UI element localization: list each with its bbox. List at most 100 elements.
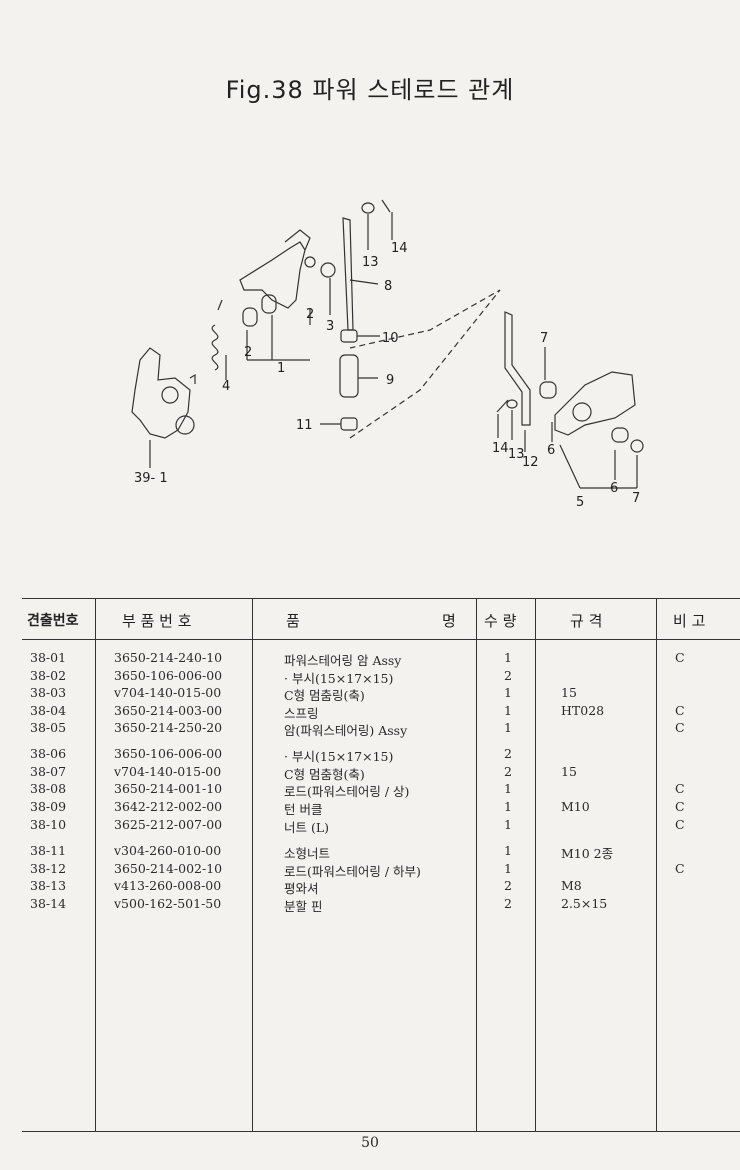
- cell-no: 38-05: [30, 720, 67, 735]
- callout-6b: 6: [610, 481, 618, 496]
- spring-part: [211, 299, 223, 371]
- col-divider: [252, 598, 253, 1131]
- header-qty: 수 량: [484, 612, 517, 630]
- cell-no: 38-01: [30, 650, 67, 665]
- callout-13a: 13: [362, 255, 379, 270]
- cell-part: v413-260-008-00: [114, 878, 222, 893]
- callout-8: 8: [384, 279, 392, 294]
- cell-qty: 1: [504, 843, 512, 858]
- cell-qty: 2: [504, 878, 512, 893]
- callout-6a: 6: [547, 443, 555, 458]
- callout-11: 11: [296, 418, 313, 433]
- callout-5: 5: [576, 495, 584, 510]
- cell-note: C: [675, 817, 685, 832]
- header-part-number: 부 품 번 호: [122, 612, 192, 630]
- cell-spec: 15: [561, 764, 577, 779]
- header-name-a: 품: [286, 612, 300, 630]
- cell-no: 38-12: [30, 861, 67, 876]
- cell-part: 3650-106-006-00: [114, 746, 223, 761]
- cell-spec: 15: [561, 685, 577, 700]
- cell-name: 턴 버클: [284, 802, 323, 817]
- cell-part: 3650-214-003-00: [114, 703, 223, 718]
- cell-qty: 1: [504, 685, 512, 700]
- cell-qty: 2: [504, 668, 512, 683]
- cell-part: 3650-214-240-10: [114, 650, 223, 665]
- cell-part: 3625-212-007-00: [114, 817, 223, 832]
- cell-no: 38-11: [30, 843, 67, 858]
- table-row: 38-01 3650-214-240-10 파워스테어링 암 Assy 1 C: [0, 650, 740, 668]
- cell-note: C: [675, 720, 685, 735]
- callout-2a: 2: [244, 345, 252, 360]
- header-spec: 규 격: [570, 612, 603, 630]
- col-divider: [476, 598, 477, 1131]
- cell-no: 38-09: [30, 799, 67, 814]
- table-row: 38-08 3650-214-001-10 로드(파워스테어링 / 상) 1 C: [0, 781, 740, 799]
- cell-part: 3650-214-250-20: [114, 720, 223, 735]
- cell-no: 38-06: [30, 746, 67, 761]
- cell-name: 너트 (L): [284, 820, 330, 835]
- table-row: 38-11 v304-260-010-00 소형너트 1 M10 2종: [0, 843, 740, 861]
- cell-note: C: [675, 861, 685, 876]
- steering-arm-part: [554, 371, 636, 436]
- cell-note: C: [675, 650, 685, 665]
- cell-no: 38-08: [30, 781, 67, 796]
- callout-14a: 14: [391, 241, 408, 256]
- table-bottom-rule: [22, 1131, 740, 1132]
- callout-12: 12: [522, 455, 539, 470]
- cell-name: 평와셔: [284, 881, 319, 896]
- callout-7b: 7: [632, 491, 640, 506]
- cell-qty: 2: [504, 764, 512, 779]
- cell-note: C: [675, 799, 685, 814]
- cell-note: C: [675, 781, 685, 796]
- cell-no: 38-14: [30, 896, 67, 911]
- page-number: 50: [361, 1135, 379, 1151]
- cell-spec: 2.5×15: [561, 896, 608, 911]
- cell-part: 3650-106-006-00: [114, 668, 223, 683]
- callout-7a: 7: [540, 331, 548, 346]
- bracket-part: [131, 347, 191, 439]
- cell-qty: 1: [504, 650, 512, 665]
- cell-spec: HT028: [561, 703, 605, 718]
- cell-name: 로드(파워스테어링 / 상): [284, 784, 410, 799]
- cell-qty: 2: [504, 746, 512, 761]
- figure-title: Fig.38 파워 스테로드 관계: [225, 76, 515, 104]
- cell-no: 38-04: [30, 703, 67, 718]
- cell-name: 스프링: [284, 706, 319, 721]
- cell-no: 38-03: [30, 685, 67, 700]
- cell-name: 암(파워스테어링) Assy: [284, 723, 408, 738]
- cell-name: C형 멈춤링(축): [284, 688, 365, 703]
- cell-spec: M8: [561, 878, 582, 893]
- callout-3: 3: [326, 319, 334, 334]
- cell-name: 소형너트: [284, 846, 331, 861]
- cell-name: 파워스테어링 암 Assy: [284, 653, 402, 668]
- callout-13b: 13: [508, 447, 525, 462]
- col-divider: [95, 598, 96, 1131]
- cell-qty: 1: [504, 799, 512, 814]
- table-row: 38-13 v413-260-008-00 평와셔 2 M8: [0, 878, 740, 896]
- turnbuckle-part: [339, 354, 359, 398]
- cell-no: 38-13: [30, 878, 67, 893]
- cell-part: 3650-214-002-10: [114, 861, 223, 876]
- arm-assy-part: [239, 241, 306, 309]
- cell-no: 38-10: [30, 817, 67, 832]
- callout-1: 1: [277, 361, 285, 376]
- table-top-rule: [22, 598, 740, 599]
- lower-rod-part: [504, 311, 531, 426]
- cell-name: 분할 핀: [284, 899, 323, 914]
- cell-note: C: [675, 703, 685, 718]
- cell-qty: 1: [504, 781, 512, 796]
- callout-10: 10: [382, 331, 399, 346]
- cell-part: 3650-214-001-10: [114, 781, 223, 796]
- cell-part: v304-260-010-00: [114, 843, 222, 858]
- cell-spec: M10 2종: [561, 846, 614, 861]
- cell-name: C형 멈춤형(축): [284, 767, 365, 782]
- header-no: 견출번호: [27, 613, 79, 629]
